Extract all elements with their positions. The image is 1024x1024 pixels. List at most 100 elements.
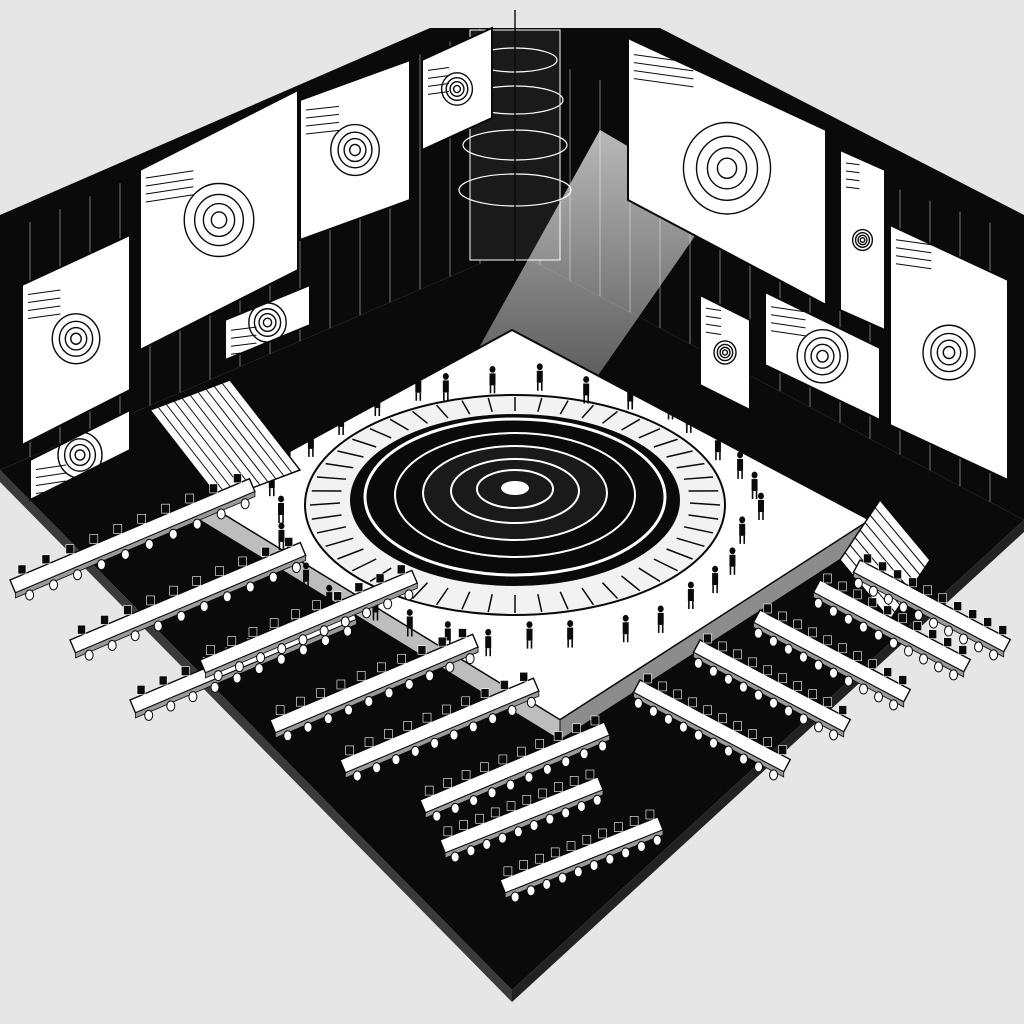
person bbox=[278, 522, 285, 550]
monitor bbox=[688, 697, 697, 708]
chair bbox=[913, 609, 923, 621]
monitor bbox=[158, 675, 168, 686]
wall-panel bbox=[627, 36, 827, 307]
monitor bbox=[658, 681, 667, 692]
monitor bbox=[161, 503, 170, 514]
chair bbox=[943, 625, 953, 637]
monitor bbox=[519, 860, 528, 870]
monitor bbox=[808, 689, 817, 699]
chair bbox=[573, 866, 583, 878]
monitor bbox=[923, 585, 932, 596]
chair bbox=[621, 847, 631, 859]
monitor bbox=[443, 826, 453, 837]
monitor bbox=[643, 673, 652, 684]
chair bbox=[663, 713, 673, 725]
chair bbox=[323, 713, 333, 725]
monitor bbox=[853, 651, 862, 662]
chair bbox=[303, 721, 313, 733]
monitor bbox=[475, 813, 484, 824]
chair bbox=[708, 665, 718, 677]
monitor bbox=[384, 729, 393, 739]
chair bbox=[542, 763, 552, 775]
workstation-row bbox=[632, 673, 792, 781]
monitor bbox=[778, 673, 787, 684]
monitor bbox=[958, 645, 968, 655]
monitor bbox=[585, 769, 595, 780]
monitor bbox=[614, 822, 623, 832]
monitor bbox=[480, 762, 489, 773]
monitor bbox=[703, 633, 712, 644]
chair bbox=[498, 832, 508, 844]
monitor bbox=[893, 569, 902, 580]
monitor bbox=[823, 573, 832, 584]
monitor bbox=[883, 667, 893, 677]
chair bbox=[898, 601, 908, 613]
monitor bbox=[506, 801, 516, 811]
chair bbox=[153, 620, 163, 632]
monitor bbox=[269, 618, 279, 628]
chair bbox=[166, 700, 176, 712]
chair bbox=[130, 630, 140, 642]
workstation-row bbox=[692, 633, 852, 741]
chair bbox=[234, 661, 244, 673]
chair bbox=[889, 699, 899, 711]
monitor bbox=[808, 627, 817, 638]
workstation-row bbox=[69, 537, 307, 661]
wall-panel bbox=[29, 408, 131, 502]
chair bbox=[256, 652, 266, 664]
chair bbox=[510, 891, 520, 903]
chair bbox=[542, 878, 552, 890]
chair bbox=[783, 705, 793, 717]
monitor bbox=[878, 561, 887, 572]
chair bbox=[298, 634, 308, 646]
chair bbox=[769, 769, 779, 781]
person bbox=[307, 429, 314, 457]
monitor bbox=[100, 615, 109, 625]
chair bbox=[277, 643, 287, 655]
chair bbox=[199, 600, 209, 612]
chair bbox=[72, 569, 82, 581]
monitor bbox=[733, 649, 742, 660]
monitor bbox=[629, 816, 639, 826]
chair bbox=[798, 651, 808, 663]
monitor bbox=[928, 629, 937, 639]
monitor bbox=[442, 704, 451, 715]
monitor bbox=[333, 591, 342, 602]
monitor bbox=[763, 665, 772, 676]
monitor bbox=[868, 659, 877, 669]
chair bbox=[648, 705, 658, 717]
monitor bbox=[480, 688, 490, 698]
monitor bbox=[943, 637, 953, 647]
monitor bbox=[793, 619, 802, 630]
chair bbox=[96, 559, 106, 571]
chair bbox=[425, 670, 435, 682]
person bbox=[526, 621, 533, 649]
person bbox=[739, 516, 746, 544]
person bbox=[627, 382, 634, 410]
monitor bbox=[498, 754, 508, 765]
chair bbox=[283, 730, 293, 742]
monitor bbox=[206, 645, 215, 655]
chair bbox=[25, 589, 35, 601]
chair bbox=[561, 756, 571, 768]
chair bbox=[843, 675, 853, 687]
chair bbox=[828, 667, 838, 679]
chair bbox=[340, 616, 350, 628]
monitor bbox=[778, 745, 788, 755]
chair bbox=[873, 629, 883, 641]
monitor bbox=[998, 625, 1008, 635]
monitor bbox=[275, 705, 285, 716]
monitor bbox=[41, 554, 51, 565]
person bbox=[667, 392, 674, 420]
monitor bbox=[424, 785, 434, 796]
monitor bbox=[403, 721, 412, 731]
monitor bbox=[233, 473, 242, 484]
monitor bbox=[823, 697, 833, 707]
monitor bbox=[598, 828, 607, 839]
monitor bbox=[550, 847, 560, 858]
person bbox=[442, 373, 449, 401]
chair bbox=[49, 579, 59, 591]
wall-panel bbox=[139, 88, 299, 352]
chair bbox=[561, 807, 571, 819]
chair bbox=[579, 748, 589, 760]
